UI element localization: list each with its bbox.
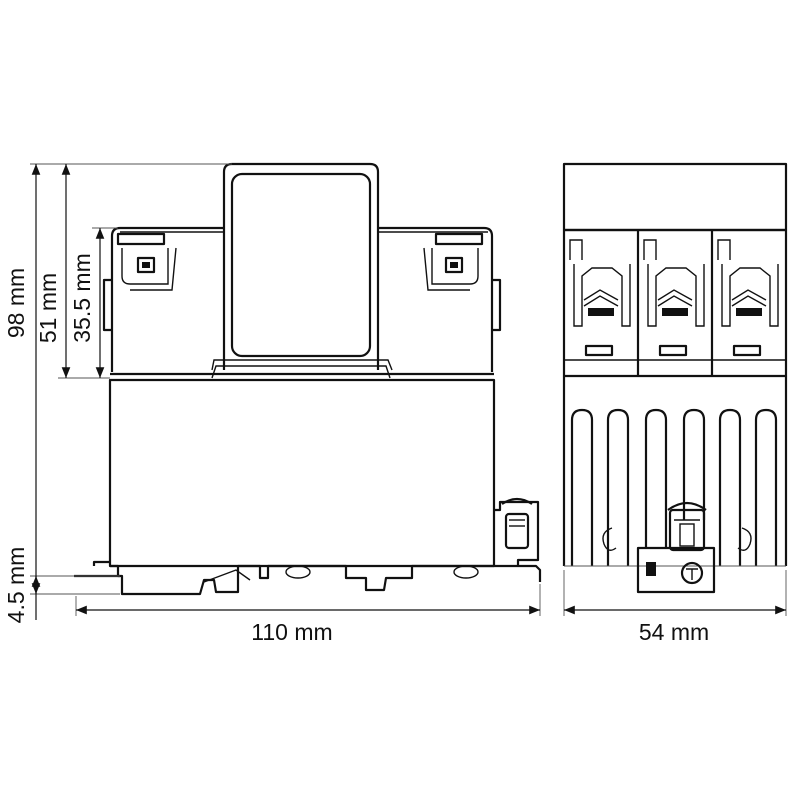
- ground-screw-icon: [680, 561, 704, 585]
- front-terminal-1: [569, 239, 631, 357]
- label-110mm: 110 mm: [251, 619, 332, 645]
- label-54mm: 54 mm: [639, 619, 709, 645]
- side-cover-window: [230, 172, 372, 358]
- label-98mm: 98 mm: [3, 268, 29, 338]
- front-screw-block: [636, 501, 716, 594]
- front-view: [562, 162, 788, 594]
- side-rail: [92, 560, 494, 596]
- dimension-lines: [30, 163, 787, 620]
- side-screw-terminal: [494, 497, 540, 566]
- side-top-cover: [222, 162, 380, 370]
- side-body: [108, 378, 496, 568]
- side-right-shoulder: [378, 226, 494, 372]
- label-51mm: 51 mm: [35, 273, 61, 343]
- front-screw-base: [636, 546, 716, 594]
- front-terminal-2: [643, 239, 705, 357]
- label-4-5mm: 4.5 mm: [3, 547, 29, 624]
- front-top-block: [562, 162, 788, 232]
- side-right-clip-bar: [434, 232, 484, 246]
- front-terminal-3-slot: [732, 344, 762, 357]
- front-terminal-3: [717, 239, 779, 357]
- side-right-tab: [492, 278, 502, 332]
- front-terminal-2-slot: [658, 344, 688, 357]
- side-view: [74, 162, 542, 596]
- label-35-5mm: 35.5 mm: [69, 253, 95, 342]
- side-left-clip-window: [136, 256, 156, 274]
- side-left-tab: [102, 278, 112, 332]
- dimension-labels: 98 mm 51 mm 35.5 mm 4.5 mm 110 mm 54 mm: [3, 253, 709, 645]
- side-left-clip-bar: [116, 232, 166, 246]
- front-terminal-block: [562, 228, 788, 378]
- front-terminal-1-slot: [584, 344, 614, 357]
- front-heatsink: [562, 376, 788, 567]
- side-right-clip-window: [444, 256, 464, 274]
- side-left-shoulder: [110, 226, 224, 372]
